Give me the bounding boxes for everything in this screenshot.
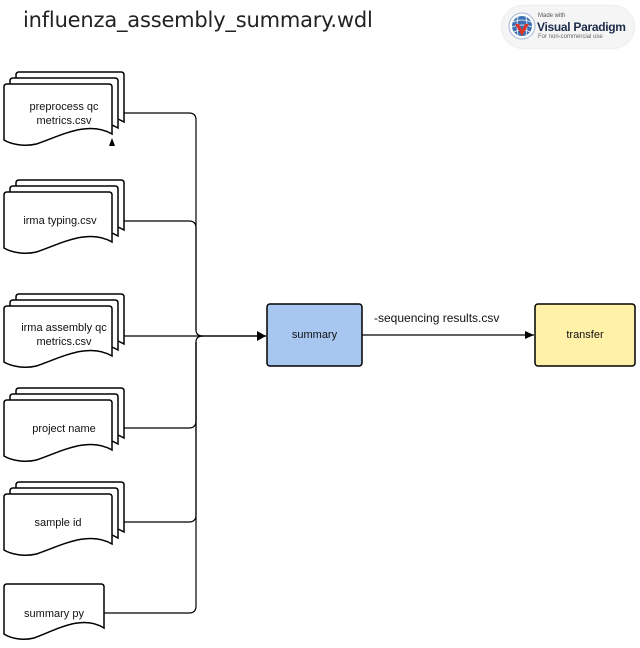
badge-brand: Visual Paradigm	[537, 20, 626, 34]
document-layer-3	[3, 305, 113, 368]
badge-note: For non-commercial use	[538, 34, 603, 40]
document-layer-3	[3, 191, 113, 254]
transfer-task-box	[534, 303, 636, 367]
document-irma-typing	[3, 179, 125, 254]
document-layer-3	[3, 399, 113, 462]
summary-task-label: summary	[291, 329, 338, 341]
visual-paradigm-badge: Made with Visual Paradigm For non-commer…	[502, 6, 634, 48]
document-irma-assembly-qc-metrics	[3, 293, 125, 368]
document-preprocess-qc-metrics	[3, 71, 125, 146]
edge-project-to-summary	[124, 335, 204, 429]
badge-made-with: Made with	[538, 13, 566, 19]
transfer-task-label: transfer	[566, 329, 604, 341]
edge-typing-to-summary	[124, 220, 197, 330]
doc-label-irma-typing: irma typing.csv	[23, 215, 97, 227]
arrowhead-into-summary	[257, 331, 266, 341]
doc-label-preprocess-qc-metrics: preprocess qc metrics.csv	[29, 101, 99, 127]
doc-label-summary-py: summary py	[24, 608, 84, 620]
edge-sampleid-to-summary	[124, 342, 197, 523]
document-summary-py	[3, 583, 105, 640]
arrowhead-into-preprocess	[109, 138, 115, 146]
edge-summarypy-to-summary	[104, 342, 197, 614]
document-sample-id	[3, 481, 125, 556]
doc-label-project-name: project name	[32, 423, 96, 435]
doc-label-sample-id: sample id	[34, 517, 82, 529]
document-layer-1	[3, 583, 105, 640]
document-layer-3	[3, 83, 113, 146]
doc-label-irma-assembly-qc-metrics: irma assembly qc metrics.csv	[21, 322, 107, 348]
diagram-title: influenza_assembly_summary.wdl	[23, 8, 373, 32]
edge-label-sequencing-results: -sequencing results.csv	[374, 311, 500, 325]
visual-paradigm-logo-icon	[508, 12, 536, 40]
document-layer-3	[3, 493, 113, 556]
summary-task-box	[266, 303, 363, 367]
document-project-name	[3, 387, 125, 462]
